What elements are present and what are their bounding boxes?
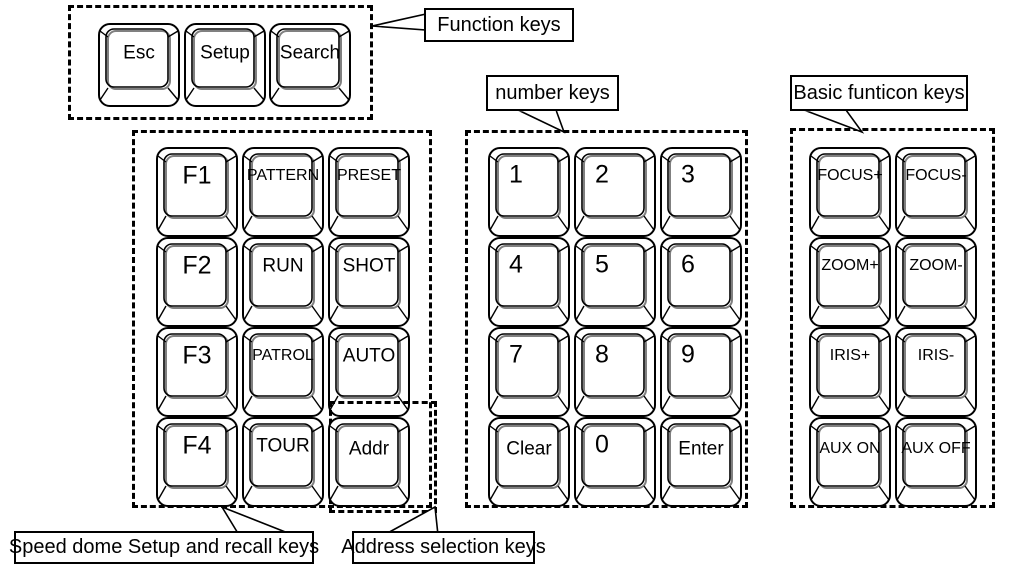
key-f2[interactable]: F2 — [155, 236, 239, 328]
key-f4[interactable]: F4 — [155, 416, 239, 508]
key-num-8[interactable]: 8 — [573, 326, 657, 418]
key-search[interactable]: Search — [268, 22, 352, 108]
key-num-2[interactable]: 2 — [573, 146, 657, 238]
leader-basic-function-keys — [790, 108, 920, 138]
key-setup[interactable]: Setup — [183, 22, 267, 108]
key-num-7[interactable]: 7 — [487, 326, 571, 418]
key-tour[interactable]: TOUR — [241, 416, 325, 508]
key-num-5[interactable]: 5 — [573, 236, 657, 328]
key-num-9[interactable]: 9 — [659, 326, 743, 418]
callout-label: Address selection keys — [341, 536, 546, 558]
callout-basic-function-keys: Basic funticon keys — [790, 75, 968, 111]
callout-function-keys: Function keys — [424, 8, 574, 42]
key-addr[interactable]: Addr — [327, 416, 411, 508]
key-pattern[interactable]: PATTERN — [241, 146, 325, 238]
key-num-6[interactable]: 6 — [659, 236, 743, 328]
key-aux-on[interactable]: AUX ON — [808, 416, 892, 508]
callout-address-selection-keys: Address selection keys — [341, 531, 546, 564]
key-iris-plus[interactable]: IRIS+ — [808, 326, 892, 418]
callout-label: number keys — [495, 81, 610, 104]
group-box-basic-function-keys — [790, 128, 995, 508]
callout-label: Function keys — [437, 13, 561, 36]
key-zoom-plus[interactable]: ZOOM+ — [808, 236, 892, 328]
key-f1[interactable]: F1 — [155, 146, 239, 238]
callout-number-keys: number keys — [486, 75, 619, 111]
key-zoom-minus[interactable]: ZOOM- — [894, 236, 978, 328]
key-focus-plus[interactable]: FOCUS+ — [808, 146, 892, 238]
key-num-1[interactable]: 1 — [487, 146, 571, 238]
key-focus-minus[interactable]: FOCUS- — [894, 146, 978, 238]
key-clear[interactable]: Clear — [487, 416, 571, 508]
key-num-4[interactable]: 4 — [487, 236, 571, 328]
key-num-3[interactable]: 3 — [659, 146, 743, 238]
key-iris-minus[interactable]: IRIS- — [894, 326, 978, 418]
key-patrol[interactable]: PATROL — [241, 326, 325, 418]
key-f3[interactable]: F3 — [155, 326, 239, 418]
key-aux-off[interactable]: AUX OFF — [894, 416, 978, 508]
group-box-function-keys — [68, 5, 373, 120]
key-esc[interactable]: Esc — [97, 22, 181, 108]
callout-speed-dome-keys: Speed dome Setup and recall keys — [9, 531, 319, 564]
leader-number-keys — [500, 108, 630, 138]
callout-label: Basic funticon keys — [793, 81, 965, 104]
callout-label: Speed dome Setup and recall keys — [8, 536, 320, 558]
key-enter[interactable]: Enter — [659, 416, 743, 508]
key-run[interactable]: RUN — [241, 236, 325, 328]
key-shot[interactable]: SHOT — [327, 236, 411, 328]
key-preset[interactable]: PRESET — [327, 146, 411, 238]
key-num-0[interactable]: 0 — [573, 416, 657, 508]
leader-function-keys — [370, 8, 430, 48]
